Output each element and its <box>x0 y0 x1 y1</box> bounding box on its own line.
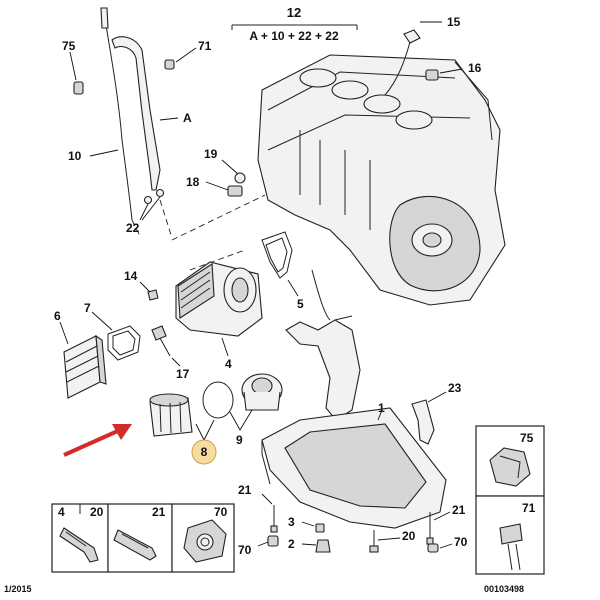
seal-rings-22 <box>139 188 165 221</box>
engine-block <box>257 54 506 306</box>
callout-8-badge <box>191 439 217 465</box>
callout-20: 20 <box>402 529 416 543</box>
callout-8: 8 <box>201 445 208 459</box>
fastener-75-top <box>69 51 84 95</box>
sensor-19-18 <box>205 159 246 197</box>
leader-9 <box>229 409 253 431</box>
oil-pan-1 <box>261 407 447 529</box>
box-label-21: 21 <box>152 505 166 519</box>
side-box-75 <box>475 425 545 497</box>
filter-cap <box>241 373 283 411</box>
leader-10 <box>89 149 119 157</box>
gasket-5 <box>261 231 299 297</box>
callout-9: 9 <box>236 433 243 447</box>
callout-4: 4 <box>225 357 232 371</box>
dipstick-assembly <box>100 7 173 239</box>
callout-12: 12 <box>287 5 301 20</box>
callout-22: 22 <box>126 221 140 235</box>
callout-A: A <box>183 111 192 125</box>
o-ring-9 <box>202 381 234 419</box>
bolt-20 <box>369 530 401 553</box>
callout-6: 6 <box>54 309 61 323</box>
callout-19: 19 <box>204 147 218 161</box>
box-label-20: 20 <box>90 505 104 519</box>
plug-16 <box>425 68 463 81</box>
callout-21-right: 21 <box>452 503 466 517</box>
side-label-71: 71 <box>522 501 536 515</box>
drain-plug-2 <box>301 539 331 553</box>
box-label-70: 70 <box>214 505 228 519</box>
leader-A <box>159 117 179 121</box>
callout-12-formula: A + 10 + 22 + 22 <box>249 29 339 43</box>
footer-ref: 00103498 <box>484 584 524 594</box>
callout-70-right: 70 <box>454 535 468 549</box>
screw-3 <box>301 521 325 533</box>
baffle-23 <box>411 391 447 445</box>
callout-7: 7 <box>84 301 91 315</box>
sensor-15 <box>384 21 442 96</box>
side-box-71 <box>475 495 545 575</box>
callout-70-left: 70 <box>238 543 252 557</box>
group-bracket-12 <box>231 24 358 30</box>
connector-17 <box>151 325 181 367</box>
fastener-box-70 <box>171 503 235 573</box>
leader-8 <box>195 419 215 441</box>
callout-21-left: 21 <box>238 483 252 497</box>
callout-15: 15 <box>447 15 461 29</box>
callout-17: 17 <box>176 367 190 381</box>
oil-filter-housing-4 <box>175 261 263 357</box>
callout-18: 18 <box>186 175 200 189</box>
callout-1: 1 <box>378 401 385 415</box>
footer-date: 1/2015 <box>4 584 32 594</box>
oil-filter-element-8 <box>149 393 193 437</box>
callout-10: 10 <box>68 149 82 163</box>
callout-23: 23 <box>448 381 462 395</box>
highlight-arrow <box>63 424 132 457</box>
callout-16: 16 <box>468 61 482 75</box>
side-label-75: 75 <box>520 431 534 445</box>
fastener-71-top <box>164 47 197 70</box>
callout-5: 5 <box>297 297 304 311</box>
box-label-4: 4 <box>58 505 65 519</box>
callout-71-top: 71 <box>198 39 212 53</box>
oil-pickup-pump <box>285 269 361 421</box>
bolt-14 <box>139 281 159 301</box>
fastener-box-21 <box>107 503 173 573</box>
callout-75-top: 75 <box>62 39 76 53</box>
callout-2: 2 <box>288 537 295 551</box>
callout-3: 3 <box>288 515 295 529</box>
assembly-line-main <box>171 194 266 241</box>
seal-7 <box>91 311 141 361</box>
callout-14: 14 <box>124 269 138 283</box>
oil-cooler-6 <box>59 321 107 399</box>
stud-21-right <box>426 511 451 545</box>
fastener-box-4-20 <box>51 503 109 573</box>
stud-21-left <box>261 493 278 533</box>
washer-70-left <box>257 535 279 547</box>
washer-70-right <box>427 543 453 553</box>
